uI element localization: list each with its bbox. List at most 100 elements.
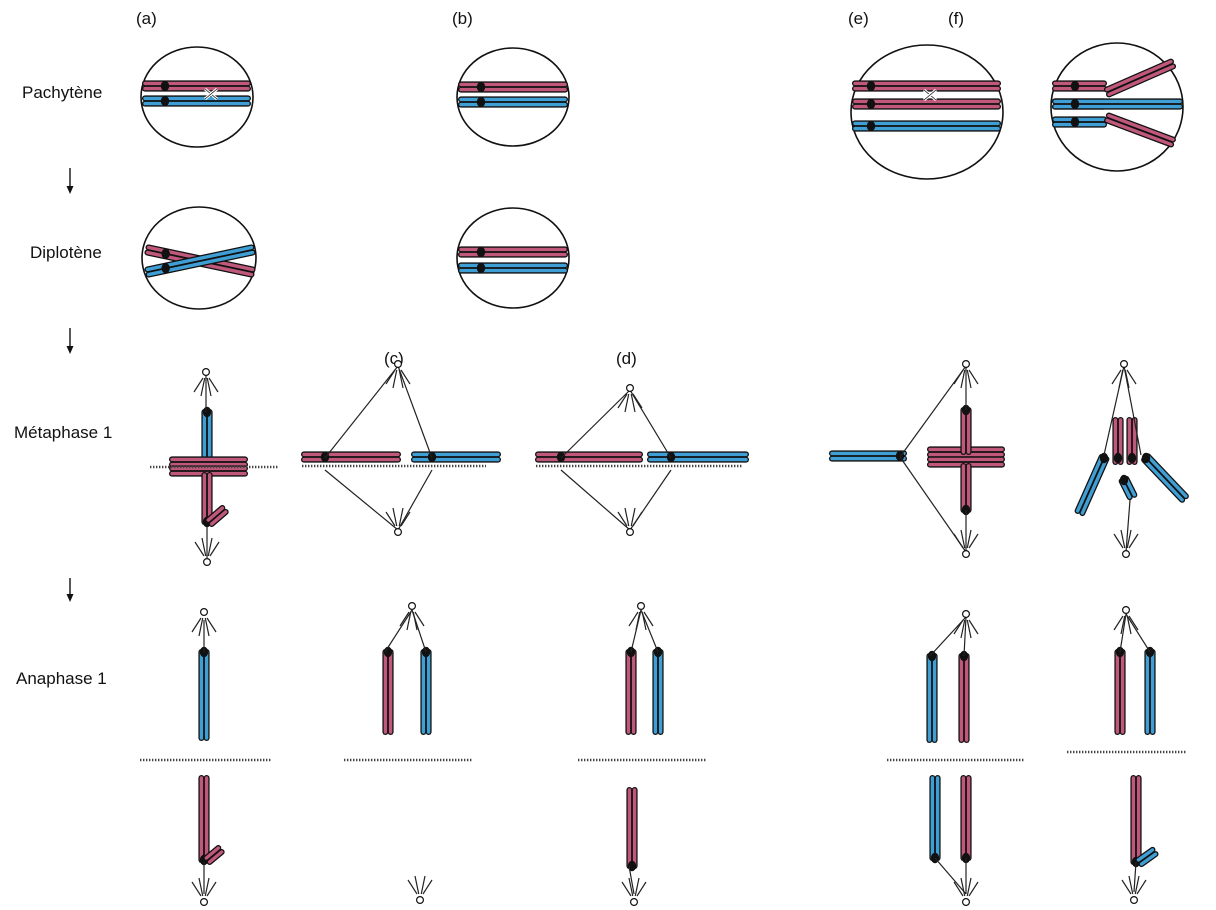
spindle-pole-icon [407,875,433,904]
centromere-icon [476,246,486,258]
metaphase-a-pink-tail [205,505,229,527]
centromere-icon [1070,80,1080,92]
spindle-pole-icon [1121,875,1147,904]
chromatid [1146,454,1188,498]
stage-label-diplotene: Diplotène [30,243,102,262]
centromere-icon [927,650,937,662]
spindle-pole-icon [191,877,217,906]
chromatid [1136,848,1155,862]
stage-label-pachytene: Pachytène [22,83,102,102]
centromere-icon [1070,116,1080,128]
column-label-b: (b) [452,9,473,28]
anaphase-f-lower-tail [1135,846,1159,868]
spindle-pole-icon [1113,605,1139,635]
metaphase-e-pink-h2 [927,456,1005,468]
spindle-pole-icon [617,507,643,536]
metaphase-a-blue-upper [201,406,213,465]
spindle-pole-icon [191,607,217,637]
metaphase-a-pink-horizontal [169,456,248,468]
column-label-a: (a) [136,9,157,28]
spindle-pole-icon [953,529,979,558]
column-label-d: (d) [616,349,637,368]
spindle-pole-icon [1111,360,1137,389]
chromatid [206,506,225,522]
metaphase-f-blue-left [1074,452,1110,517]
pachytene-e-blue [852,120,1001,132]
metaphase-f-blue-right [1141,452,1189,503]
metaphase-c-blue [411,451,501,463]
centromere-icon [866,98,876,110]
column-label-e: (e) [848,9,869,28]
down-arrow-icon [66,168,74,194]
spindle-pole-icon [953,360,979,389]
cell-diplotene-b [456,207,570,309]
centromere-icon [160,80,170,92]
pachytene-b-blue [458,96,568,108]
anaphase-f-lower [1130,775,1142,868]
metaphase-f-pink-2 [1126,417,1138,465]
metaphase-e-pink-up [960,404,972,455]
spindle-pole-icon [953,877,979,906]
metaphase-e-pink-down [960,463,972,516]
spindle-pole-icon [953,609,979,639]
centromere-icon [160,95,170,107]
pachytene-f-pink-left-1 [1052,80,1107,92]
chromatid [1142,458,1184,502]
spindle-pole-icon [621,877,647,906]
chromatid [1080,457,1109,515]
anaphase-a-upper [198,646,210,741]
anaphase-e-pink [958,650,970,743]
anaphase-d-lower [626,787,638,872]
metaphase-f-pink-1 [1112,417,1124,465]
centromere-icon [1119,474,1129,486]
chromatid [1107,113,1175,142]
anaphase-c-blue [420,646,432,735]
anaphase-a-lower [198,775,210,866]
pachytene-f-pink-arm-down [1104,112,1176,148]
chromatid [1107,64,1175,97]
column-label-f: (f) [948,9,964,28]
anaphase-d-blue [652,646,664,735]
pachytene-a-blue [142,95,251,107]
pachytene-f-blue [1052,98,1183,110]
spindle-pole-icon [617,384,643,413]
spindle-pole-icon [385,360,411,389]
pachytene-b-pink [458,81,568,93]
spindle-pole-icon [385,507,411,536]
metaphase-f-blue-center [1118,474,1138,501]
pachytene-f-pink-arm-up [1103,58,1177,98]
spindle-pole-icon [1113,529,1139,558]
chromatid [209,510,228,526]
metaphase-d-pink [535,451,643,463]
chromosomes [142,58,1189,872]
spindle-pole-icon [628,601,654,631]
centromere-icon [476,96,486,108]
anaphase-f-pink [1114,646,1126,735]
centromere-icon [476,262,486,274]
spindle-poles [191,360,1147,906]
down-arrow-icon [66,328,74,354]
spindle-pole-icon [194,537,220,566]
centromere-icon [161,248,170,259]
centromere-icon [1099,452,1109,464]
chromatid [207,850,224,864]
centromere-icon [866,80,876,92]
anaphase-f-blue [1144,646,1156,735]
centromere-icon [556,451,566,463]
metaphase-d-blue [647,451,749,463]
metaphase-e-blue [829,450,907,462]
anaphase-c-pink [382,646,394,735]
centromere-icon [1141,452,1151,464]
diplotene-b-blue [458,262,568,274]
chromatid [1105,118,1173,147]
cell-pachytene-e [850,44,1004,180]
chromatid [204,846,221,860]
centromere-icon [1070,98,1080,110]
chromatid [1139,852,1158,866]
anaphase-a-lower-tail [203,845,225,865]
equatorial-plates [140,464,1186,762]
pachytene-e-pink-1 [852,80,1001,92]
anaphase-e-lower-blue [929,775,941,864]
centromere-icon [202,406,212,418]
